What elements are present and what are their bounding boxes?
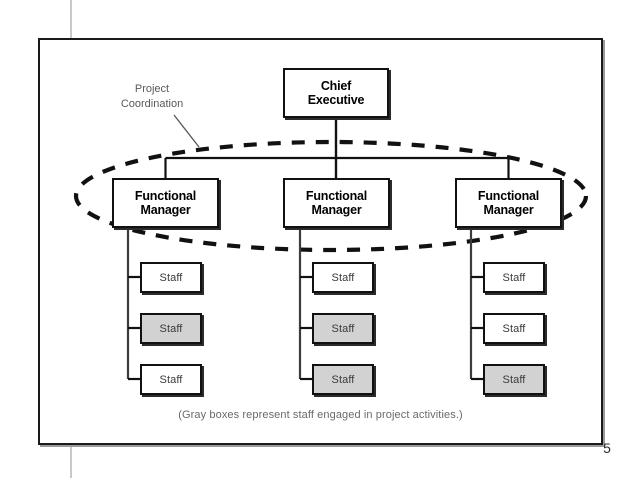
staff-label-c2-r2: Staff bbox=[502, 373, 526, 386]
staff-box-c2-r2[interactable]: Staff bbox=[483, 364, 545, 395]
functional-manager-box-1[interactable]: Functional Manager bbox=[283, 178, 390, 228]
functional-manager-label-0: Functional Manager bbox=[135, 189, 196, 217]
staff-box-c0-r2[interactable]: Staff bbox=[140, 364, 202, 395]
chief-executive-line-1: Chief bbox=[320, 79, 352, 93]
manager-2-line-2: Manager bbox=[483, 203, 534, 217]
staff-label-c0-r2: Staff bbox=[159, 373, 183, 386]
chief-executive-label: Chief Executive bbox=[308, 79, 365, 107]
staff-label-c1-r2: Staff bbox=[331, 373, 355, 386]
manager-1-line-1: Functional bbox=[305, 189, 368, 203]
staff-label-c2-r1: Staff bbox=[502, 322, 526, 335]
staff-label-c1-r0: Staff bbox=[331, 271, 355, 284]
staff-box-c0-r0[interactable]: Staff bbox=[140, 262, 202, 293]
chief-executive-line-2: Executive bbox=[307, 93, 365, 107]
functional-manager-label-1: Functional Manager bbox=[306, 189, 367, 217]
staff-box-c1-r0[interactable]: Staff bbox=[312, 262, 374, 293]
staff-label-c1-r1: Staff bbox=[331, 322, 355, 335]
annotation-line-2: Coordination bbox=[120, 97, 184, 110]
functional-manager-label-2: Functional Manager bbox=[478, 189, 539, 217]
manager-2-line-1: Functional bbox=[477, 189, 540, 203]
staff-label-c2-r0: Staff bbox=[502, 271, 526, 284]
staff-box-c2-r1[interactable]: Staff bbox=[483, 313, 545, 344]
functional-manager-box-0[interactable]: Functional Manager bbox=[112, 178, 219, 228]
manager-0-line-1: Functional bbox=[134, 189, 197, 203]
chief-executive-box[interactable]: Chief Executive bbox=[283, 68, 389, 118]
staff-box-c2-r0[interactable]: Staff bbox=[483, 262, 545, 293]
annotation-line-1: Project bbox=[134, 83, 170, 95]
staff-label-c0-r1: Staff bbox=[159, 322, 183, 335]
page-number: 5 bbox=[603, 440, 611, 456]
manager-0-line-2: Manager bbox=[140, 203, 191, 217]
project-coordination-annotation: Project Coordination bbox=[92, 82, 212, 111]
manager-1-line-2: Manager bbox=[311, 203, 362, 217]
staff-box-c1-r2[interactable]: Staff bbox=[312, 364, 374, 395]
figure-caption: (Gray boxes represent staff engaged in p… bbox=[178, 409, 463, 421]
functional-manager-box-2[interactable]: Functional Manager bbox=[455, 178, 562, 228]
staff-box-c0-r1[interactable]: Staff bbox=[140, 313, 202, 344]
staff-label-c0-r0: Staff bbox=[159, 271, 183, 284]
staff-box-c1-r1[interactable]: Staff bbox=[312, 313, 374, 344]
